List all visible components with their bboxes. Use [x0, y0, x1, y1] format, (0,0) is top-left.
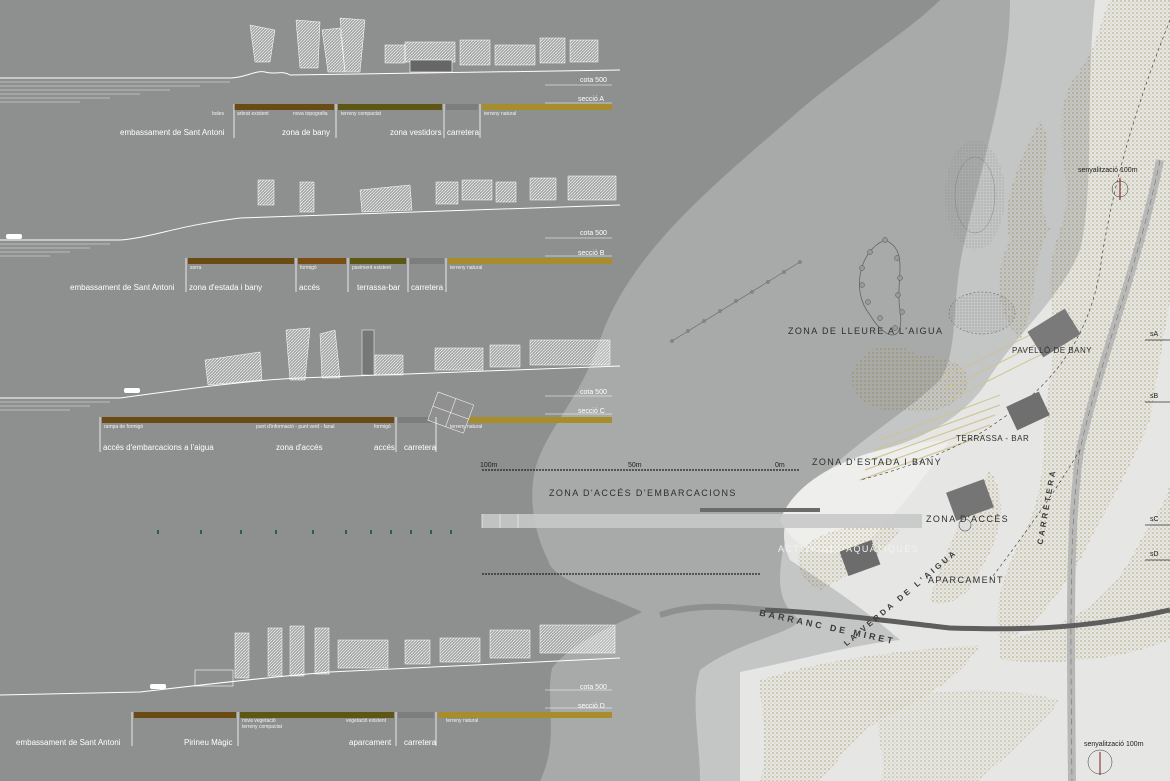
section-c-cota: cota 500 — [580, 389, 607, 396]
section-a-material: terreny compactat — [341, 111, 382, 117]
section-c-material: rampa de formigó — [104, 424, 144, 430]
zone-terrace-bar: TERRASSA - BAR — [956, 434, 1030, 443]
section-c-material: formigó — [374, 424, 391, 430]
section-d-zone: Pirineu Màgic — [184, 738, 233, 747]
zone-water-activities: ACTIVITATS AQUÀTIQUES — [778, 544, 920, 554]
section-b-material: formigó — [300, 265, 317, 271]
zone-leisure-water: ZONA DE LLEURE A L'AIGUA — [788, 326, 944, 336]
section-a-zone: embassament de Sant Antoni — [120, 128, 225, 137]
section-a-material: boles — [212, 111, 224, 117]
section-d-material: terreny compactat — [242, 724, 283, 730]
section-b-material: sorra — [190, 265, 202, 271]
section-mark: sA — [1150, 331, 1159, 338]
section-d-material: terreny natural — [446, 718, 479, 724]
section-b-material: terreny natural — [450, 265, 483, 271]
section-c-title: secció C — [578, 408, 605, 415]
section-a-zone: zona vestidors — [390, 128, 442, 137]
section-c-zone: carretera — [404, 443, 437, 452]
section-c-material: punt d'informació - punt verd - fanal — [256, 424, 335, 430]
zone-access: ZONA D'ACCÉS — [926, 514, 1010, 524]
section-c-zone: zona d'accés — [276, 443, 323, 452]
section-b-title: secció B — [578, 250, 605, 257]
section-b-zone: embassament de Sant Antoni — [70, 283, 175, 292]
section-mark: sC — [1150, 516, 1159, 523]
section-mark: sB — [1150, 393, 1159, 400]
section-a-drawing — [0, 17, 621, 138]
signage-label: senyalització 100m — [1078, 167, 1138, 174]
section-b-material: paviment existent — [352, 265, 391, 271]
section-b-zone: accés — [299, 283, 320, 292]
section-b-drawing — [0, 175, 621, 292]
section-a-cota: cota 500 — [580, 77, 607, 84]
section-d-title: secció D — [578, 703, 605, 710]
section-a-material: nova topografia — [293, 111, 328, 117]
section-a-zone: zona de bany — [282, 128, 331, 137]
section-d-zone: aparcament — [349, 738, 392, 747]
section-a-title: secció A — [578, 96, 605, 103]
zone-parking: APARCAMENT — [928, 575, 1004, 585]
section-b-zone: terrassa-bar — [357, 283, 401, 292]
zone-stay-bath: ZONA D'ESTADA I BANY — [812, 457, 943, 467]
scale-label: 100m — [480, 462, 498, 469]
section-c-zone: accés d'embarcacions a l'aigua — [103, 443, 214, 452]
zone-boat-access: ZONA D'ACCÉS D'EMBARCACIONS — [549, 488, 737, 498]
scale-label: 50m — [628, 462, 642, 469]
section-a-material: terreny natural — [484, 111, 517, 117]
section-c-material: terreny natural — [450, 424, 483, 430]
section-d-material: vegetació existent — [346, 718, 387, 724]
zone-bath-pavilion: PAVELLÓ DE BANY — [1012, 346, 1093, 355]
section-c-drawing — [0, 327, 621, 452]
section-b-cota: cota 500 — [580, 230, 607, 237]
section-d-drawing — [0, 624, 621, 746]
section-d-zone: embassament de Sant Antoni — [16, 738, 121, 747]
section-a-zone: carretera — [447, 128, 480, 137]
section-b-zone: zona d'estada i bany — [189, 283, 263, 292]
section-a-material: arbrat existent — [237, 111, 269, 117]
scale-label: 0m — [775, 462, 785, 469]
section-b-zone: carretera — [411, 283, 444, 292]
section-d-zone: carretera — [404, 738, 437, 747]
signage-label: senyalització 100m — [1084, 741, 1144, 748]
section-c-zone: accés — [374, 443, 395, 452]
section-mark: sD — [1150, 551, 1159, 558]
section-d-cota: cota 500 — [580, 684, 607, 691]
section-d-material: nova vegetació — [242, 718, 276, 724]
